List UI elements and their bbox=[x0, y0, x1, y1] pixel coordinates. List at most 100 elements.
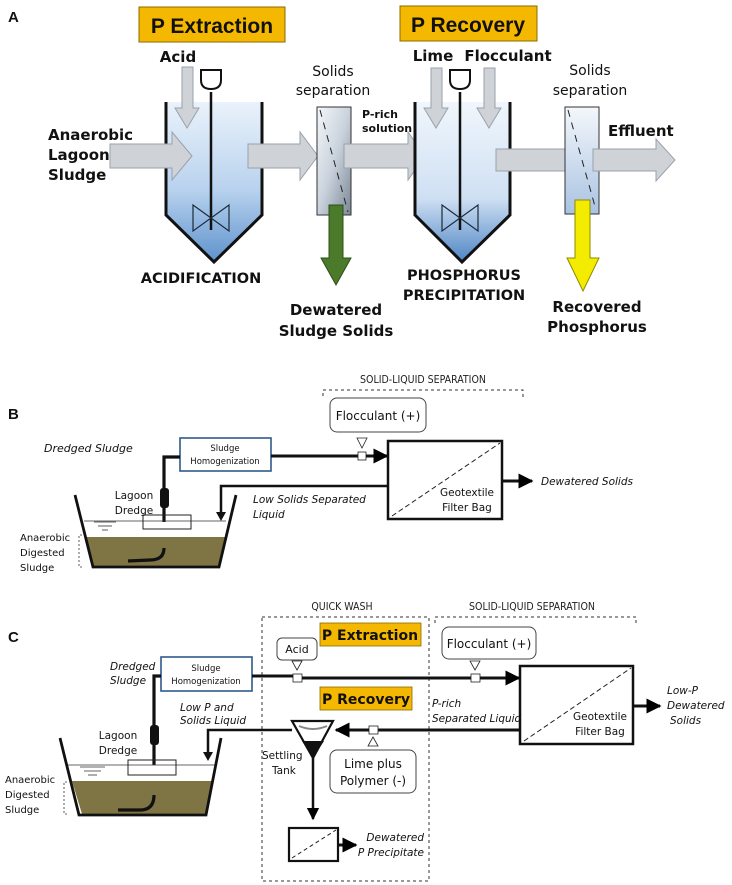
svg-text:Sludge: Sludge bbox=[191, 664, 220, 674]
section-bracket bbox=[322, 389, 524, 398]
recovered-phosphorus-arrow bbox=[566, 199, 600, 293]
solids-separation-1-line2: separation bbox=[296, 83, 371, 99]
geotextile-filter-bag-b: Geotextile Filter Bag bbox=[386, 439, 504, 521]
lime-valve-icon bbox=[368, 725, 379, 735]
settling-line1: Settling bbox=[262, 750, 303, 762]
svg-text:Filter Bag: Filter Bag bbox=[575, 726, 625, 738]
sludge-homogenization-box: Sludge Homogenization bbox=[179, 437, 272, 472]
flow-arrow-2 bbox=[343, 130, 426, 182]
low-p-liquid-line2: Solids Liquid bbox=[180, 715, 246, 727]
panel-c: C QUICK WASH SOLID-LIQUID SEPARATION P E… bbox=[5, 601, 725, 882]
svg-text:Lagoon: Lagoon bbox=[48, 146, 110, 164]
effluent-label: Effluent bbox=[608, 122, 674, 140]
svg-text:Homogenization: Homogenization bbox=[190, 457, 259, 467]
acidification-tank bbox=[164, 69, 264, 265]
lagoon-dredge-line1-c: Lagoon bbox=[99, 730, 137, 742]
influent-label: Anaerobic Lagoon Sludge bbox=[48, 126, 133, 184]
svg-text:Sludge: Sludge bbox=[210, 444, 239, 454]
flow-arrow-1 bbox=[247, 130, 319, 182]
acid-valve-icon bbox=[292, 673, 303, 683]
precipitate-filter bbox=[287, 826, 340, 863]
solids-separation-2-line2: separation bbox=[553, 83, 628, 99]
recovered-phosphorus-line2: Phosphorus bbox=[547, 318, 647, 336]
p-recovery-label: P Recovery bbox=[411, 14, 525, 37]
svg-text:Flocculant (+): Flocculant (+) bbox=[336, 409, 421, 423]
acid-arrow bbox=[174, 66, 200, 129]
dredge-pump-icon bbox=[160, 488, 169, 508]
svg-text:Lime plus: Lime plus bbox=[344, 757, 402, 771]
flocculant-dosing-cone-icon bbox=[469, 660, 481, 671]
p-rich-line1-c: P-rich bbox=[432, 698, 461, 710]
lime-arrow bbox=[423, 67, 449, 129]
panel-a: A P Extraction P Recovery Acid Lime Floc… bbox=[8, 5, 676, 340]
panel-letter-b: B bbox=[8, 406, 19, 423]
lime-polymer-box: Lime plus Polymer (-) bbox=[329, 749, 417, 794]
p-rich-line1: P-rich bbox=[362, 108, 398, 121]
p-rich-line2-c: Separated Liquid bbox=[432, 713, 522, 725]
acid-dosing-cone-icon bbox=[291, 660, 303, 671]
p-extraction-header-c: P Extraction bbox=[319, 622, 422, 647]
flocculant-label: Flocculant bbox=[464, 47, 551, 65]
settling-line2: Tank bbox=[271, 765, 297, 777]
flocculant-box-b: Flocculant (+) bbox=[329, 397, 427, 433]
svg-text:Geotextile: Geotextile bbox=[440, 487, 494, 499]
mixer-impeller-icon bbox=[441, 203, 479, 233]
dosing-cone-icon bbox=[356, 437, 368, 449]
low-solids-line1: Low Solids Separated bbox=[253, 494, 366, 506]
lagoon-b bbox=[73, 494, 238, 569]
acid-box-c: Acid bbox=[276, 637, 318, 661]
acidification-label: ACIDIFICATION bbox=[141, 271, 261, 287]
dewatered-sludge-solids-line1: Dewatered bbox=[290, 301, 382, 319]
svg-text:Geotextile: Geotextile bbox=[573, 711, 627, 723]
quick-wash-caption: QUICK WASH bbox=[311, 601, 372, 613]
precipitation-label: PRECIPITATION bbox=[403, 288, 525, 304]
p-extraction-header: P Extraction bbox=[138, 6, 286, 43]
solids-separation-1-line1: Solids bbox=[312, 64, 353, 80]
dewatered-solids-arrow bbox=[320, 204, 352, 287]
p-rich-line2: solution bbox=[362, 122, 412, 135]
precipitation-tank bbox=[413, 69, 512, 265]
dredged-line2-c: Sludge bbox=[110, 675, 146, 687]
separation-bracket-c bbox=[434, 616, 637, 624]
solids-separation-2-line1: Solids bbox=[569, 63, 610, 79]
solid-liquid-separation-caption: SOLID-LIQUID SEPARATION bbox=[360, 374, 486, 386]
flocculant-arrow bbox=[476, 67, 502, 129]
low-solids-line2: Liquid bbox=[253, 509, 285, 521]
dewatered-sludge-solids-line2: Sludge Solids bbox=[279, 322, 394, 340]
settling-tank bbox=[290, 719, 335, 761]
p-recovery-header-c: P Recovery bbox=[319, 686, 413, 711]
digested-label-b: Digested bbox=[20, 548, 65, 559]
injection-valve-icon bbox=[357, 451, 367, 461]
p-extraction-label: P Extraction bbox=[151, 15, 273, 38]
digested-label-c: Digested bbox=[5, 790, 50, 801]
svg-text:Flocculant (+): Flocculant (+) bbox=[447, 637, 532, 651]
return-line-b bbox=[219, 484, 388, 518]
panel-letter-c: C bbox=[8, 629, 19, 646]
acid-label: Acid bbox=[160, 48, 196, 66]
digested-sludge-layer bbox=[86, 537, 225, 566]
panel-letter-a: A bbox=[8, 9, 19, 26]
dewatered-precipitate-line1: Dewatered bbox=[366, 832, 424, 844]
phosphorus-label: PHOSPHORUS bbox=[407, 268, 521, 284]
mixer-impeller-icon bbox=[192, 203, 230, 233]
svg-text:Sludge: Sludge bbox=[48, 166, 106, 184]
dredged-line1-c: Dredged bbox=[110, 661, 156, 673]
low-p-line2: Dewatered bbox=[667, 700, 725, 712]
solid-liquid-separation-caption-c: SOLID-LIQUID SEPARATION bbox=[469, 601, 595, 613]
panel-b: B SOLID-LIQUID SEPARATION Dredged Sludge… bbox=[8, 374, 634, 574]
svg-text:P Extraction: P Extraction bbox=[322, 628, 418, 644]
dewatered-precipitate-line2: P Precipitate bbox=[358, 847, 424, 859]
dewatered-solids-label: Dewatered Solids bbox=[541, 476, 634, 488]
geotextile-filter-bag-c: Geotextile Filter Bag bbox=[518, 664, 635, 746]
lagoon-dredge-line1: Lagoon bbox=[115, 490, 153, 502]
svg-text:Polymer (-): Polymer (-) bbox=[340, 774, 406, 788]
influent-arrow bbox=[109, 130, 193, 182]
lagoon-c bbox=[58, 737, 223, 817]
dredged-sludge-label: Dredged Sludge bbox=[44, 442, 133, 455]
p-recovery-header: P Recovery bbox=[399, 5, 538, 42]
anaerobic-label-c: Anaerobic bbox=[5, 775, 55, 786]
return-line-c bbox=[206, 728, 292, 757]
lagoon-dredge-line2: Dredge bbox=[115, 505, 153, 517]
svg-text:Filter Bag: Filter Bag bbox=[442, 502, 492, 514]
